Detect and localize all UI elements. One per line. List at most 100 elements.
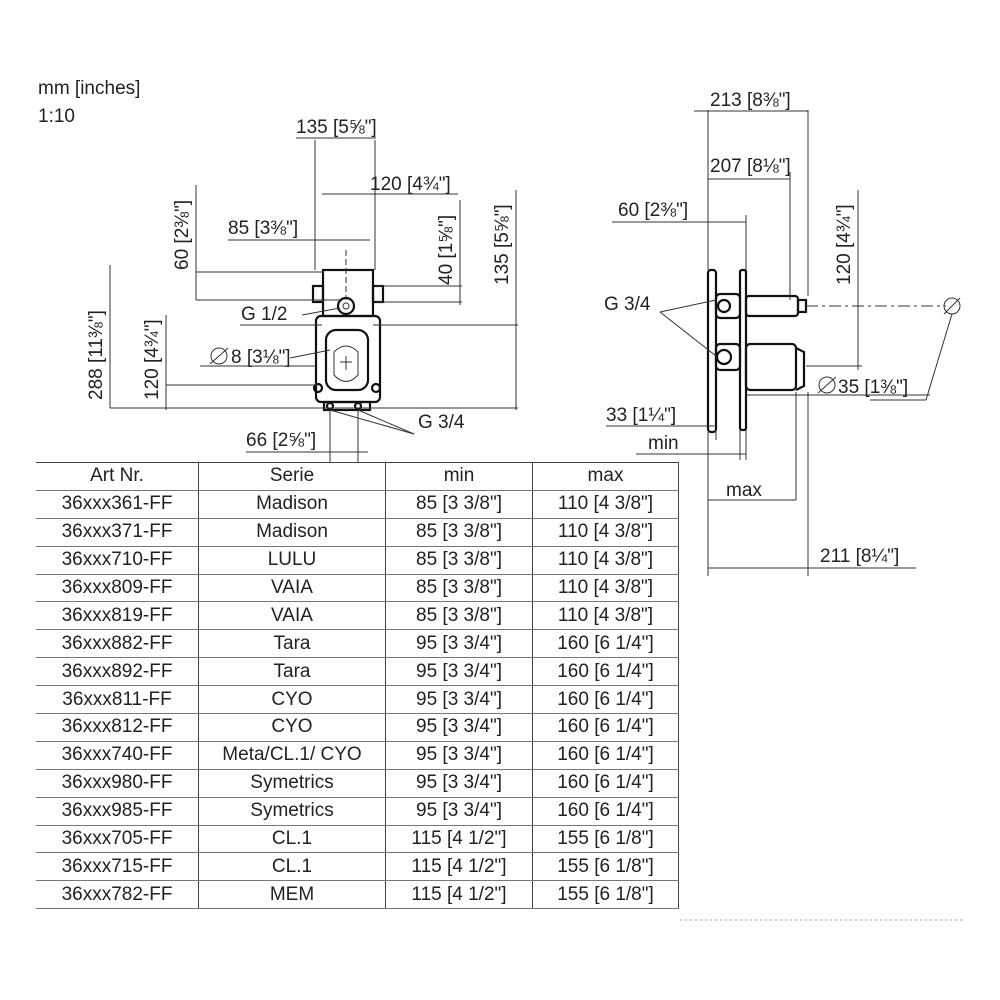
dim-33: 33 [1¼"] bbox=[606, 405, 676, 426]
col-header-serie: Serie bbox=[198, 462, 386, 491]
cell-min: 95 [3 3/4"] bbox=[385, 741, 533, 770]
cell-serie: VAIA bbox=[198, 601, 386, 631]
cell-max: 110 [4 3/8"] bbox=[532, 546, 679, 575]
cell-max: 160 [6 1/4"] bbox=[532, 797, 679, 826]
cell-art-nr: 36xxx985-FF bbox=[36, 797, 199, 826]
cell-max: 155 [6 1/8"] bbox=[532, 825, 679, 854]
front-view: 135 [5⅝"] 120 [4¾"] 85 [3⅜"] 60 [2⅜"] 28… bbox=[86, 117, 518, 462]
dim-120-top: 120 [4¾"] bbox=[370, 174, 451, 195]
cell-min: 85 [3 3/8"] bbox=[385, 546, 533, 575]
col-header-art-nr: Art Nr. bbox=[36, 462, 199, 491]
cell-max: 160 [6 1/4"] bbox=[532, 769, 679, 798]
cell-max: 160 [6 1/4"] bbox=[532, 657, 679, 687]
dim-85: 85 [3⅜"] bbox=[228, 218, 298, 239]
cell-serie: VAIA bbox=[198, 574, 386, 603]
cell-max: 110 [4 3/8"] bbox=[532, 518, 679, 547]
col-header-min: min bbox=[385, 462, 533, 491]
label-dia35: 35 [1⅜"] bbox=[838, 377, 908, 398]
cell-min: 85 [3 3/8"] bbox=[385, 601, 533, 631]
cell-art-nr: 36xxx715-FF bbox=[36, 852, 199, 882]
dim-40: 40 [1⅝"] bbox=[436, 215, 457, 285]
cell-min: 85 [3 3/8"] bbox=[385, 574, 533, 603]
cell-art-nr: 36xxx819-FF bbox=[36, 601, 199, 631]
side-view: 213 [8⅜"] 207 [8⅛"] 60 [2⅜"] 120 [4¾"] G… bbox=[604, 90, 961, 576]
dim-min: min bbox=[648, 433, 679, 454]
cell-serie: Symetrics bbox=[198, 797, 386, 826]
dim-211: 211 [8¼"] bbox=[820, 546, 899, 567]
cell-max: 110 [4 3/8"] bbox=[532, 490, 679, 519]
units-note: mm [inches] bbox=[38, 78, 140, 99]
cell-serie: LULU bbox=[198, 546, 386, 575]
cell-min: 95 [3 3/4"] bbox=[385, 713, 533, 742]
cell-serie: Tara bbox=[198, 629, 386, 659]
cell-serie: Symetrics bbox=[198, 769, 386, 798]
cell-art-nr: 36xxx782-FF bbox=[36, 880, 199, 910]
cell-serie: MEM bbox=[198, 880, 386, 910]
dim-60-side: 60 [2⅜"] bbox=[618, 200, 688, 221]
cell-art-nr: 36xxx892-FF bbox=[36, 657, 199, 687]
cell-max: 110 [4 3/8"] bbox=[532, 601, 679, 631]
cell-max: 160 [6 1/4"] bbox=[532, 741, 679, 770]
cell-serie: CYO bbox=[198, 713, 386, 742]
cell-min: 95 [3 3/4"] bbox=[385, 769, 533, 798]
cell-min: 95 [3 3/4"] bbox=[385, 797, 533, 826]
cell-serie: Meta/CL.1/ CYO bbox=[198, 741, 386, 770]
cell-serie: Madison bbox=[198, 518, 386, 547]
cell-min: 85 [3 3/8"] bbox=[385, 490, 533, 519]
cell-serie: CL.1 bbox=[198, 852, 386, 882]
scale-note: 1:10 bbox=[38, 106, 75, 127]
dim-120-side: 120 [4¾"] bbox=[834, 204, 855, 285]
dim-207: 207 [8⅛"] bbox=[710, 156, 791, 177]
dim-60-front: 60 [2⅜"] bbox=[172, 200, 193, 270]
cell-art-nr: 36xxx705-FF bbox=[36, 825, 199, 854]
cell-min: 95 [3 3/4"] bbox=[385, 629, 533, 659]
cell-max: 160 [6 1/4"] bbox=[532, 629, 679, 659]
dim-120-left: 120 [4¾"] bbox=[142, 319, 163, 400]
cell-min: 95 [3 3/4"] bbox=[385, 685, 533, 715]
cell-serie: Tara bbox=[198, 657, 386, 687]
dim-213: 213 [8⅜"] bbox=[710, 90, 791, 111]
table-header-row: Art Nr. Serie min max bbox=[36, 462, 679, 491]
cell-art-nr: 36xxx812-FF bbox=[36, 713, 199, 742]
col-header-max: max bbox=[532, 462, 679, 491]
cell-art-nr: 36xxx980-FF bbox=[36, 769, 199, 798]
label-g34-front: G 3/4 bbox=[418, 412, 465, 433]
cell-art-nr: 36xxx740-FF bbox=[36, 741, 199, 770]
cell-art-nr: 36xxx361-FF bbox=[36, 490, 199, 519]
dim-66: 66 [2⅝"] bbox=[246, 430, 316, 451]
cell-min: 115 [4 1/2"] bbox=[385, 852, 533, 882]
cell-max: 160 [6 1/4"] bbox=[532, 685, 679, 715]
label-g12: G 1/2 bbox=[241, 304, 287, 325]
cell-max: 160 [6 1/4"] bbox=[532, 713, 679, 742]
label-g34-side: G 3/4 bbox=[604, 294, 651, 315]
cell-serie: CYO bbox=[198, 685, 386, 715]
dim-max: max bbox=[726, 480, 762, 501]
cell-min: 85 [3 3/8"] bbox=[385, 518, 533, 547]
cell-serie: CL.1 bbox=[198, 825, 386, 854]
cell-min: 115 [4 1/2"] bbox=[385, 825, 533, 854]
cell-max: 110 [4 3/8"] bbox=[532, 574, 679, 603]
cell-serie: Madison bbox=[198, 490, 386, 519]
cell-art-nr: 36xxx882-FF bbox=[36, 629, 199, 659]
cell-min: 95 [3 3/4"] bbox=[385, 657, 533, 687]
cell-art-nr: 36xxx371-FF bbox=[36, 518, 199, 547]
cell-min: 115 [4 1/2"] bbox=[385, 880, 533, 910]
label-dia8: 8 [3⅛"] bbox=[231, 347, 291, 368]
cell-art-nr: 36xxx710-FF bbox=[36, 546, 199, 575]
